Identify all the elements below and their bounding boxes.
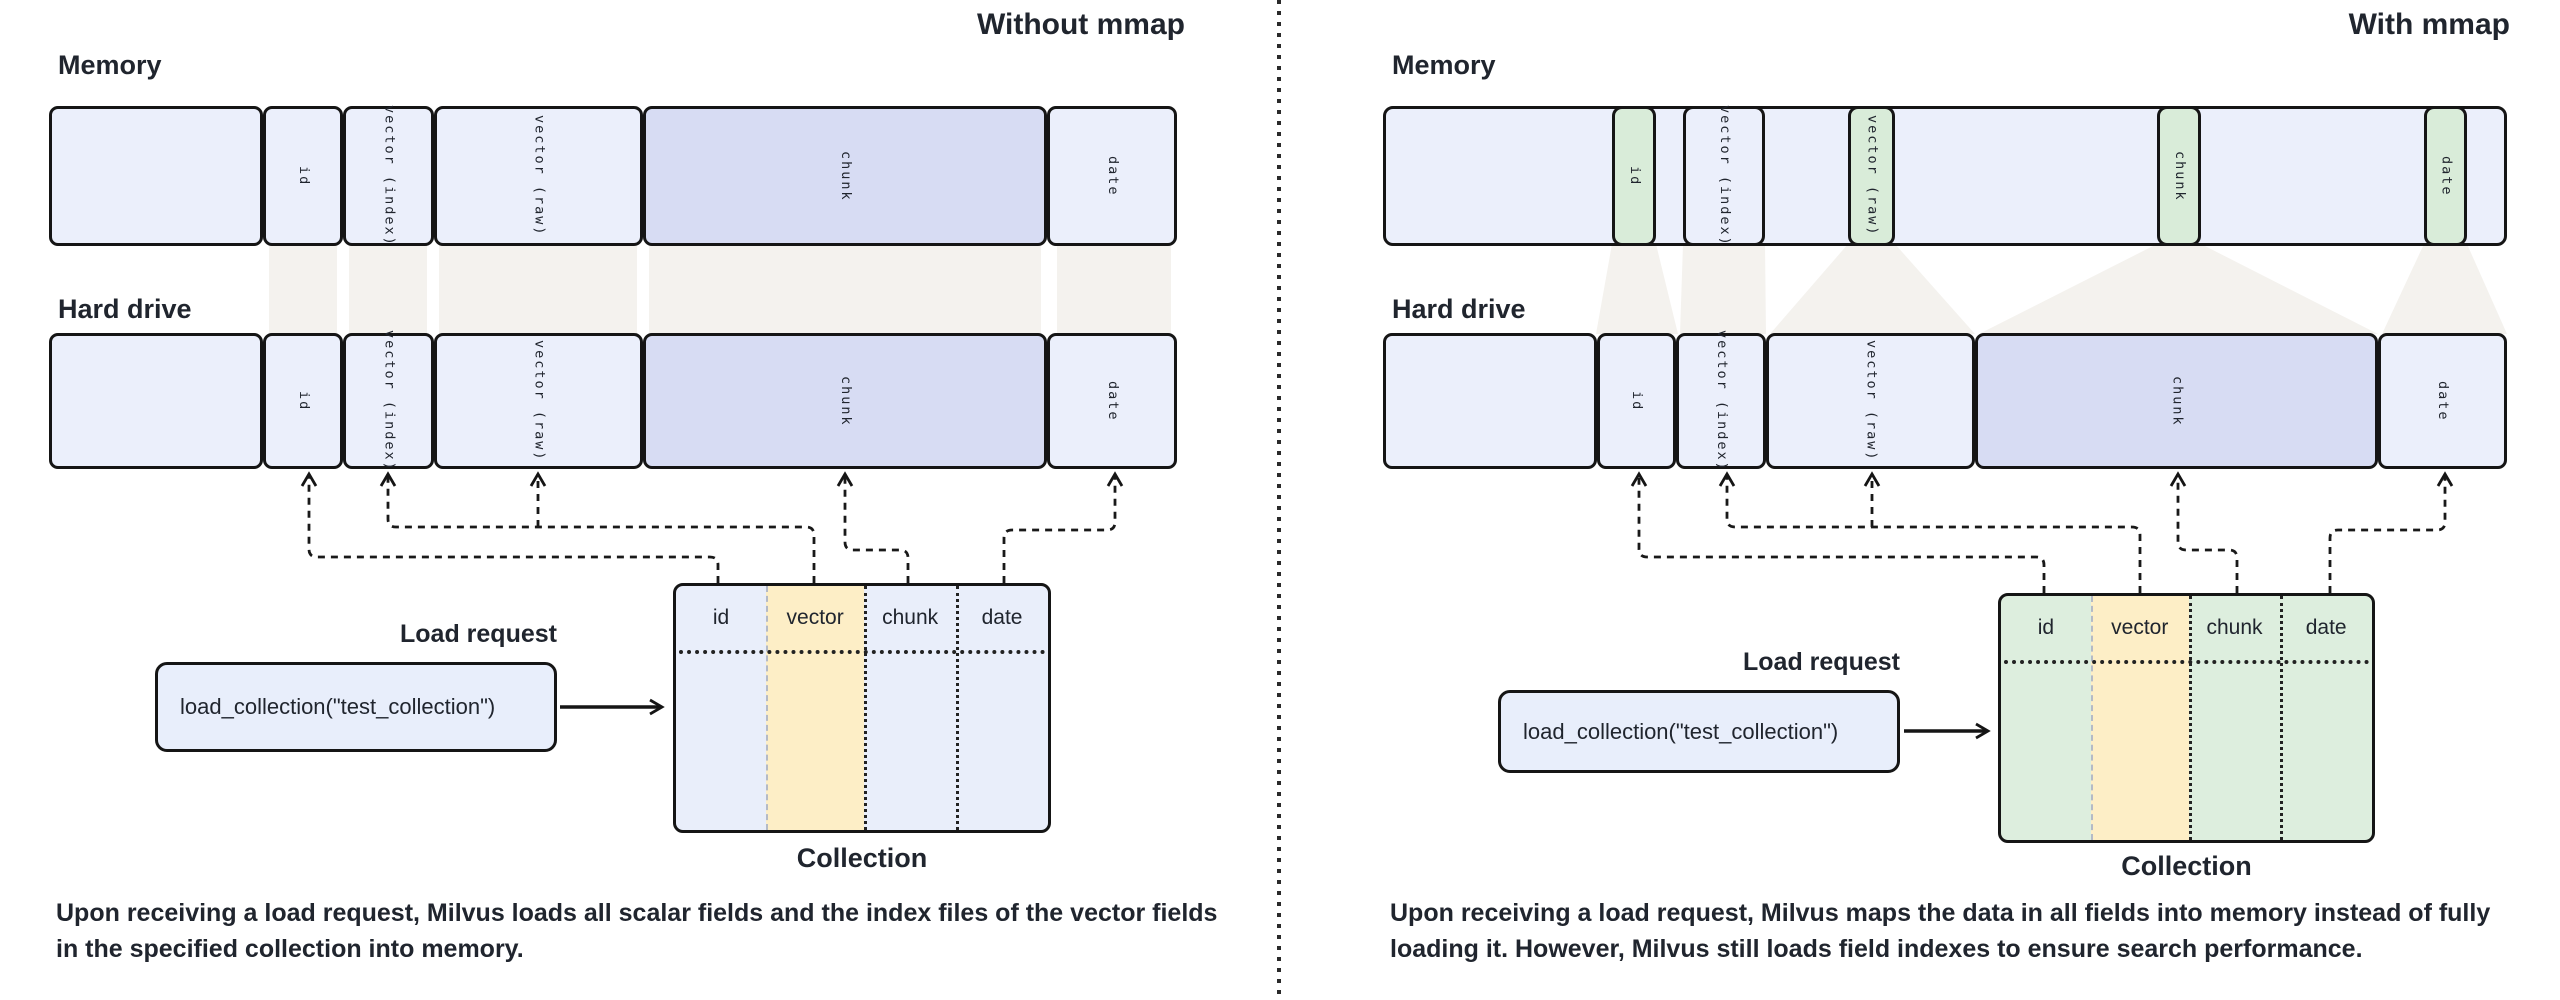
column-divider	[766, 586, 769, 830]
segment-label: date	[2438, 155, 2455, 197]
load-request-box: load_collection("test_collection")	[155, 662, 557, 752]
disk-segment-chunk: chunk	[1975, 333, 2378, 469]
caption: Upon receiving a load request, Milvus lo…	[56, 896, 1256, 967]
memory-segment-vector-index: vector (index)	[1683, 105, 1765, 247]
segment-label: vector (raw)	[531, 115, 548, 237]
column-header-date: date	[2305, 616, 2347, 639]
disk-segment-date: date	[2377, 333, 2507, 469]
column-divider	[864, 586, 868, 830]
column-header-id: id	[712, 606, 730, 629]
collection-header-row: id vector chunk date	[676, 586, 1048, 650]
memory-segment-vector-index: vector (index)	[343, 105, 434, 247]
disk-segment-chunk: chunk	[643, 333, 1048, 469]
mmap-slot-date: date	[2424, 106, 2467, 246]
segment-label: vector (index)	[381, 330, 398, 472]
column-header-chunk: chunk	[882, 606, 939, 629]
load-request-box: load_collection("test_collection")	[1498, 690, 1900, 773]
column-header-id: id	[2037, 616, 2055, 639]
segment-label: chunk	[838, 150, 855, 202]
memory-label: Memory	[58, 50, 162, 80]
segment-label: id	[1626, 165, 1643, 187]
memory-bar: id vector (index) vector (raw) chunk dat…	[49, 105, 1177, 247]
segment-label: vector (raw)	[1863, 340, 1880, 462]
memory-segment-free	[49, 106, 264, 246]
disk-segment-vector-raw: vector (raw)	[433, 333, 644, 469]
page-title: Without mmap	[976, 8, 1185, 41]
segment-label: vector (raw)	[531, 340, 548, 462]
disk-segment-vector-raw: vector (raw)	[1766, 333, 1976, 469]
memory-segment-id: id	[263, 106, 344, 246]
hard-drive-label: Hard drive	[58, 294, 192, 324]
panel-without-mmap: Without mmap Memory id vector (index) ve…	[49, 8, 1256, 967]
segment-label: chunk	[2171, 150, 2188, 202]
load-connectors	[300, 471, 1124, 583]
column-divider	[2280, 596, 2284, 840]
collection-table: id vector chunk date	[673, 583, 1051, 833]
mmap-slot-vector-raw: vector (raw)	[1848, 106, 1895, 246]
column-header-vector: vector	[2111, 616, 2169, 639]
disk-segment-vector-index: vector (index)	[1676, 330, 1767, 472]
segment-label: vector (index)	[381, 105, 398, 247]
mmap-slot-chunk: chunk	[2157, 106, 2201, 246]
segment-label: date	[1104, 155, 1121, 197]
load-request-title: Load request	[400, 620, 557, 648]
memory-segment-vector-raw: vector (raw)	[433, 106, 644, 246]
collection-table: id vector chunk date	[1998, 593, 2375, 843]
segment-label: id	[296, 165, 313, 187]
header-separator	[2004, 660, 2369, 664]
hard-drive-bar: id vector (index) vector (raw) chunk dat…	[1383, 330, 2507, 472]
caption-line: Upon receiving a load request, Milvus ma…	[1390, 899, 2491, 927]
disk-segment-vector-index: vector (index)	[343, 330, 434, 472]
disk-segment-free	[1383, 333, 1597, 469]
disk-segment-id: id	[1596, 333, 1677, 469]
column-divider	[2188, 596, 2192, 840]
memory-disk-funnels	[1596, 244, 2507, 334]
load-request-code: load_collection("test_collection")	[180, 694, 496, 719]
load-connectors	[1630, 471, 2454, 593]
segment-label: date	[1104, 380, 1121, 422]
memory-segment-date: date	[1047, 106, 1177, 246]
column-divider	[2090, 596, 2093, 840]
hard-drive-label: Hard drive	[1392, 294, 1526, 324]
disk-segment-id: id	[263, 333, 344, 469]
collection-header-row: id vector chunk date	[2001, 596, 2372, 660]
panel-divider-dotted-line	[1277, 0, 1281, 1000]
segment-label: chunk	[2169, 375, 2186, 427]
memory-bar-mmap: id vector (index) vector (raw) chunk dat…	[1383, 105, 2507, 247]
panel-with-mmap: With mmap Memory id vector (index) vecto…	[1280, 0, 2560, 1000]
collection-label: Collection	[2121, 851, 2252, 881]
collection-label: Collection	[796, 843, 928, 873]
segment-label: id	[1629, 390, 1646, 412]
segment-label: vector (index)	[1716, 105, 1733, 247]
mmap-slot-id: id	[1612, 106, 1656, 246]
hard-drive-bar: id vector (index) vector (raw) chunk dat…	[49, 330, 1177, 472]
header-separator	[679, 650, 1045, 654]
caption-line: loading it. However, Milvus still loads …	[1390, 934, 2363, 963]
disk-segment-date: date	[1047, 333, 1177, 469]
memory-disk-link-bands	[269, 244, 1171, 334]
segment-label: chunk	[838, 375, 855, 427]
column-header-chunk: chunk	[2206, 616, 2263, 639]
caption: Upon receiving a load request, Milvus ma…	[1390, 896, 2540, 967]
load-request-code: load_collection("test_collection")	[1523, 718, 1839, 744]
segment-label: vector (raw)	[1864, 115, 1881, 237]
caption-line: Upon receiving a load request, Milvus lo…	[56, 899, 1218, 927]
memory-segment-chunk: chunk	[643, 106, 1048, 246]
segment-label: vector (index)	[1714, 330, 1731, 472]
caption-line: in the specified collection into memory.	[56, 934, 524, 963]
segment-label: date	[2435, 380, 2452, 422]
column-header-vector: vector	[786, 606, 844, 629]
vector-column-highlight	[2090, 596, 2189, 840]
column-divider	[956, 586, 960, 830]
segment-label: id	[296, 390, 313, 412]
load-request-title: Load request	[1743, 648, 1900, 676]
column-header-date: date	[981, 606, 1023, 629]
memory-label: Memory	[1392, 50, 1496, 80]
page-title: With mmap	[2348, 8, 2510, 41]
vector-column-highlight	[766, 586, 865, 830]
disk-segment-free	[49, 333, 264, 469]
